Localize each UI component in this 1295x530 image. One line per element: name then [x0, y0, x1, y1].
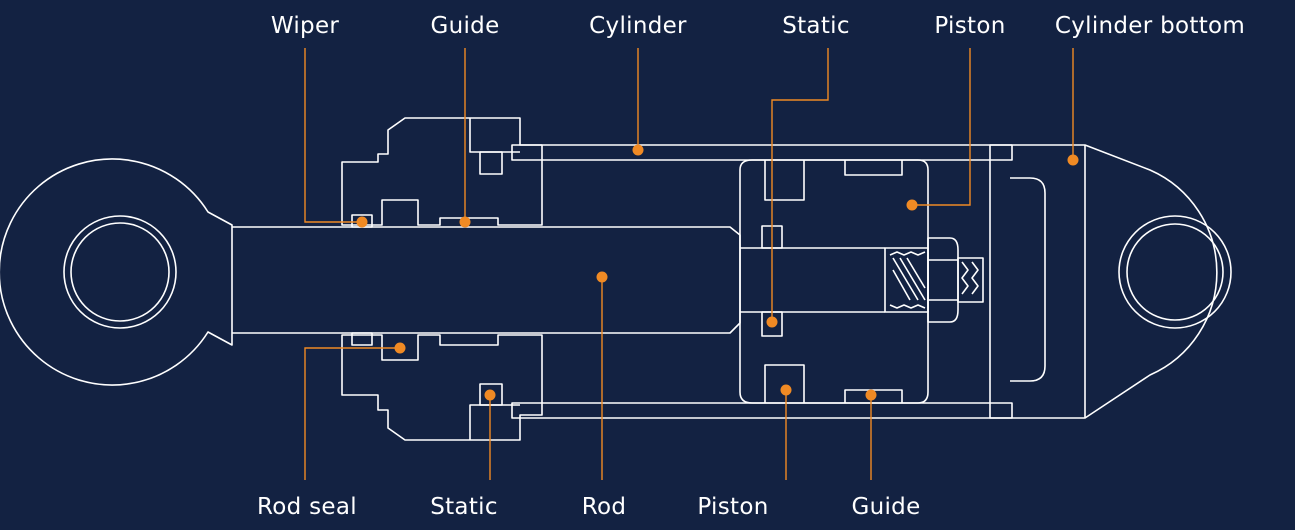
label-rod: Rod	[581, 494, 627, 520]
wiper-dot	[356, 216, 368, 228]
label-static-top: Static	[782, 13, 850, 39]
cylinder-tube-bottom	[511, 402, 1013, 419]
piston-rod	[232, 226, 741, 334]
label-piston-top: Piston	[934, 13, 1006, 39]
label-static-bottom: Static	[430, 494, 498, 520]
static-bottom-dot	[484, 389, 496, 401]
cylinder-dot	[632, 144, 644, 156]
piston	[739, 159, 929, 404]
guide-top-dot	[459, 216, 471, 228]
cylinder-bottom-dot	[1067, 154, 1079, 166]
label-guide-bottom: Guide	[851, 494, 921, 520]
rod-seal-dot	[394, 342, 406, 354]
gland-inner-step-lower	[469, 404, 520, 440]
rod-eye	[0, 158, 233, 386]
label-wiper: Wiper	[270, 13, 340, 39]
gland-head-upper	[341, 117, 543, 226]
guide-bottom-dot	[865, 389, 877, 401]
rod-dot	[596, 271, 608, 283]
static-top-dot	[766, 316, 778, 328]
gland-inner-step-upper	[469, 118, 520, 153]
label-cylinder: Cylinder	[589, 13, 687, 39]
threaded-end-and-nut	[884, 237, 984, 323]
leader-lines	[304, 48, 1074, 480]
gland-head-lower	[341, 334, 543, 441]
label-piston-bottom: Piston	[697, 494, 769, 520]
label-rod-seal: Rod seal	[257, 494, 357, 520]
label-cylinder-bottom: Cylinder bottom	[1054, 13, 1246, 39]
static-seal-groove-lower	[479, 383, 503, 406]
wiper-groove-lower	[351, 332, 373, 346]
label-guide-top: Guide	[430, 13, 500, 39]
piston-top-dot	[906, 199, 918, 211]
cylinder-bottom	[989, 144, 1232, 419]
callout-dots	[356, 144, 1079, 401]
piston-bottom-dot	[780, 384, 792, 396]
static-seal-groove-upper	[479, 151, 503, 175]
cylinder-tube-top	[511, 144, 1013, 161]
